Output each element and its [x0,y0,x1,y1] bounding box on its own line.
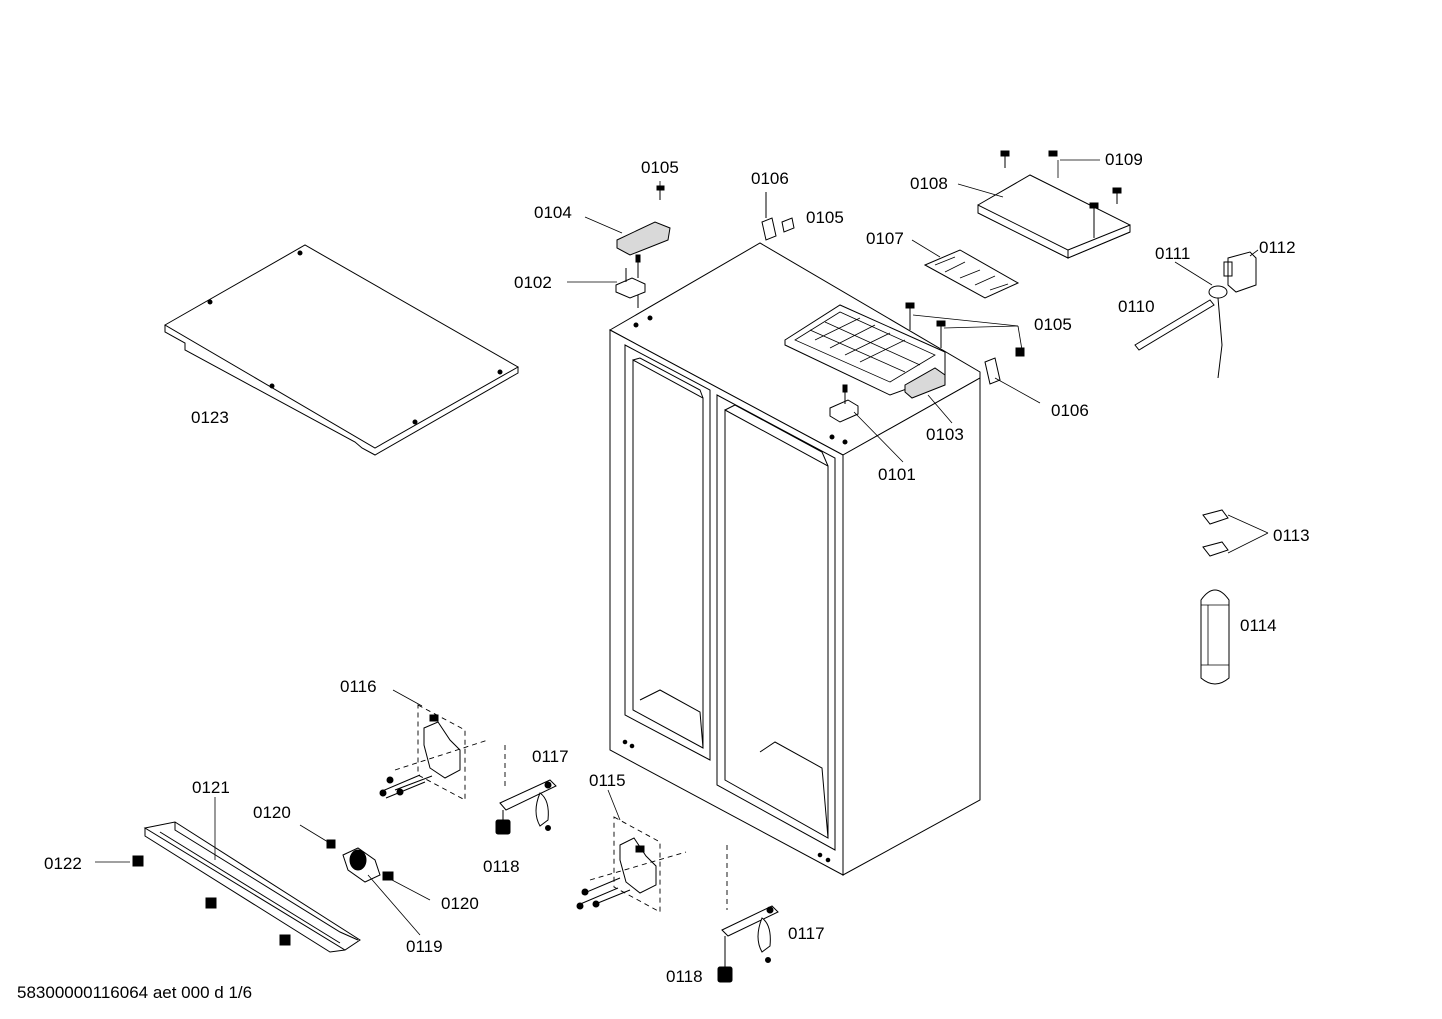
left-opening-outer [624,344,711,761]
screw-0105-mid-b [936,320,946,327]
label-0117-a: 0117 [532,747,569,766]
label-0106-top: 0106 [751,169,789,188]
rod-0110 [1134,299,1215,351]
bracket-0106-right [984,357,1001,385]
label-0117-b: 0117 [788,924,825,943]
label-0111: 0111 [1155,244,1190,263]
label-0108: 0108 [910,174,948,193]
screw-0121-a [205,897,217,909]
label-0113: 0113 [1273,526,1310,545]
label-0105-top: 0105 [641,158,679,177]
top-hinge-0102 [615,254,646,308]
label-0102: 0102 [514,273,552,292]
screw-0121-b [279,934,291,946]
sensor-0111 [1208,285,1228,379]
label-0105-mid: 0105 [806,208,844,227]
label-0121: 0121 [192,778,230,797]
kickplate-0121 [143,821,361,953]
clips-0113 [1202,509,1229,557]
bracket-0106-top [761,192,795,241]
cabinet-side [842,377,981,876]
screw-0105-right [1015,347,1025,357]
screw-0109-a [1000,150,1010,157]
label-0122: 0122 [44,854,82,873]
label-0118-a: 0118 [483,857,520,876]
label-0119: 0119 [406,937,443,956]
screw-0122 [132,855,144,867]
screw-0109-d [1089,202,1099,209]
label-0112: 0112 [1259,238,1296,257]
foot-0118-a [495,819,511,835]
filter-0114 [1200,589,1230,685]
label-0115: 0115 [589,771,626,790]
cap-0104 [616,221,671,256]
lower-hinge-b [717,845,779,983]
handle-0103 [904,367,946,399]
label-0118-b: 0118 [666,967,703,986]
label-0104: 0104 [534,203,572,222]
label-0105-right: 0105 [1034,315,1072,334]
screw-0105-mid-a [905,302,915,309]
hinge-assembly-0116 [379,704,489,801]
leader-lines [95,159,1269,936]
label-0101: 0101 [878,465,916,484]
label-0103: 0103 [926,425,964,444]
cover-0108 [977,150,1131,259]
lower-hinge-a [495,745,557,835]
valve-0119 [326,839,394,883]
screw-0105-top [656,185,665,191]
hinge-assembly-0115 [576,816,687,913]
foot-0118-b [717,966,733,983]
label-0120-a: 0120 [253,803,291,822]
control-housing [784,304,946,399]
label-0123: 0123 [191,408,229,427]
label-0107: 0107 [866,229,904,248]
label-0109: 0109 [1105,150,1143,169]
top-hinge-0101 [829,384,859,423]
document-footer: 58300000116064 aet 000 d 1/6 [17,983,252,1002]
holder-0112 [1223,251,1257,293]
label-0106-right: 0106 [1051,401,1089,420]
label-0110: 0110 [1118,297,1155,316]
cabinet-body [608,242,981,876]
screw-0109-b [1048,150,1058,157]
part-labels: 0105 0104 0102 0106 0105 0109 0108 0107 … [17,150,1310,1002]
label-0120-b: 0120 [441,894,479,913]
plate-0107 [923,249,1020,299]
label-0116: 0116 [340,677,377,696]
screw-0109-c [1112,187,1122,194]
right-opening-outer [716,394,836,851]
label-0114: 0114 [1240,616,1277,635]
panel-0123 [164,244,520,456]
